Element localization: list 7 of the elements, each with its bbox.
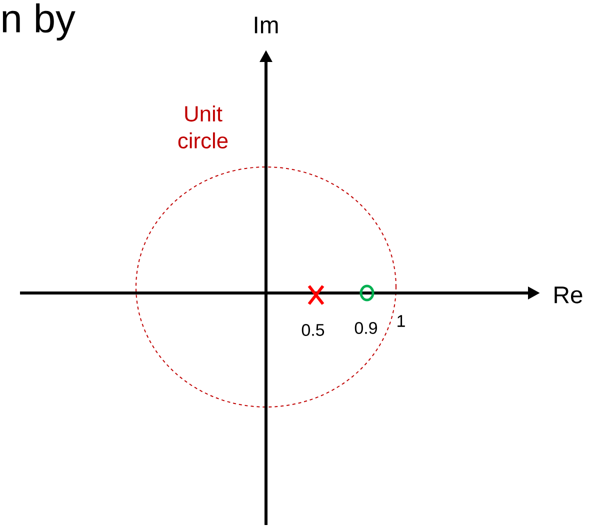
tick-label: 0.9 xyxy=(354,322,377,334)
tick-label: 1 xyxy=(398,315,405,327)
tick-label: 0.5 xyxy=(302,324,324,336)
axis-label: Im xyxy=(254,16,278,34)
circle-label: Unit circle xyxy=(178,105,228,148)
axis-label: Re xyxy=(554,286,582,304)
heading-text: n by xyxy=(2,3,76,41)
